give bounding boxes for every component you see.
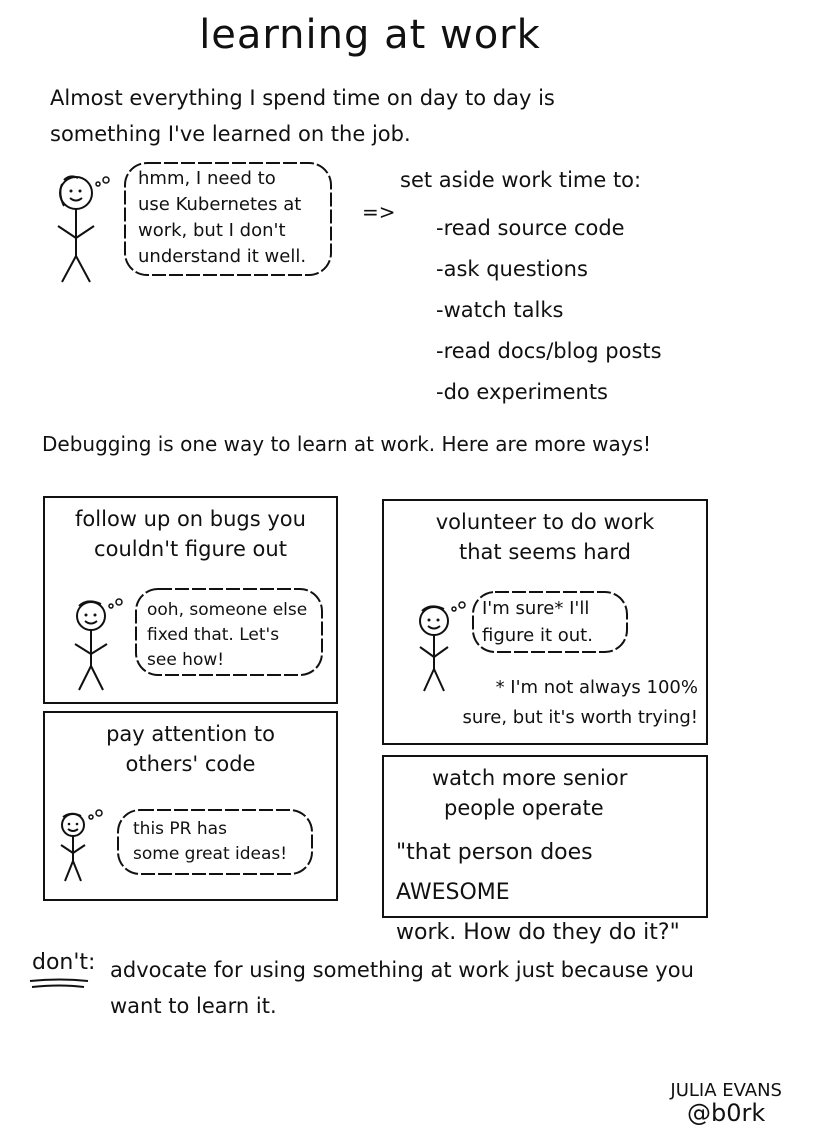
signature: JULIA EVANS @b0rk — [670, 1080, 782, 1127]
panel-attention-title: pay attention to others' code — [106, 722, 275, 776]
thought-bubble-attention-text: this PR has some great ideas! — [133, 819, 288, 864]
intro-line-1: Almost everything I spend time on day to… — [50, 86, 555, 110]
arrow: => — [362, 200, 396, 224]
aside-list: -read source code -ask questions -watch … — [436, 208, 662, 413]
debugging-text: Debugging is one way to learn at work. H… — [42, 432, 652, 456]
panel-bugs-title: follow up on bugs you couldn't figure ou… — [75, 507, 306, 561]
page-title: learning at work — [199, 12, 541, 58]
dont-text: advocate for using something at work jus… — [110, 958, 694, 1018]
volunteer-footnote: * I'm not always 100% sure, but it's wor… — [462, 677, 698, 728]
list-item: -ask questions — [436, 257, 588, 281]
panel-bugs: follow up on bugs you couldn't figure ou… — [43, 496, 338, 704]
list-item: -read source code — [436, 216, 625, 240]
intro-line-2: something I've learned on the job. — [50, 122, 411, 146]
thought-bubble-top-text: hmm, I need to use Kubernetes at work, b… — [138, 168, 307, 267]
dont-label: don't: — [32, 950, 96, 975]
thought-bubble-attention — [117, 809, 313, 875]
thought-bubble-volunteer — [472, 591, 628, 653]
thought-bubble-bugs-text: ooh, someone else fixed that. Let's see … — [147, 600, 308, 670]
stick-figure-bugs — [74, 598, 123, 691]
stick-figure-attention — [60, 809, 103, 882]
panel-senior-title: watch more senior people operate — [432, 766, 628, 820]
panel-volunteer-title: volunteer to do work that seems hard — [435, 510, 655, 564]
panel-attention: pay attention to others' code this PR ha… — [43, 711, 338, 901]
stick-figure-top — [57, 175, 110, 283]
thought-bubble-volunteer-text: I'm sure* I'll figure it out. — [482, 598, 593, 646]
panel-volunteer: volunteer to do work that seems hard I'm… — [382, 499, 708, 745]
list-item: -read docs/blog posts — [436, 339, 662, 363]
stick-figure-volunteer — [419, 601, 466, 692]
panel-senior: watch more senior people operate "that p… — [382, 755, 708, 945]
dont-underline — [29, 978, 89, 988]
list-item: -do experiments — [436, 380, 608, 404]
thought-bubble-bugs — [135, 588, 323, 676]
thought-bubble-top — [124, 162, 332, 276]
intro-text: Almost everything I spend time on day to… — [50, 80, 650, 152]
aside-heading: set aside work time to: — [400, 168, 642, 192]
list-item: -watch talks — [436, 298, 564, 322]
senior-quote: "that person does AWESOME work. How do t… — [396, 840, 680, 945]
